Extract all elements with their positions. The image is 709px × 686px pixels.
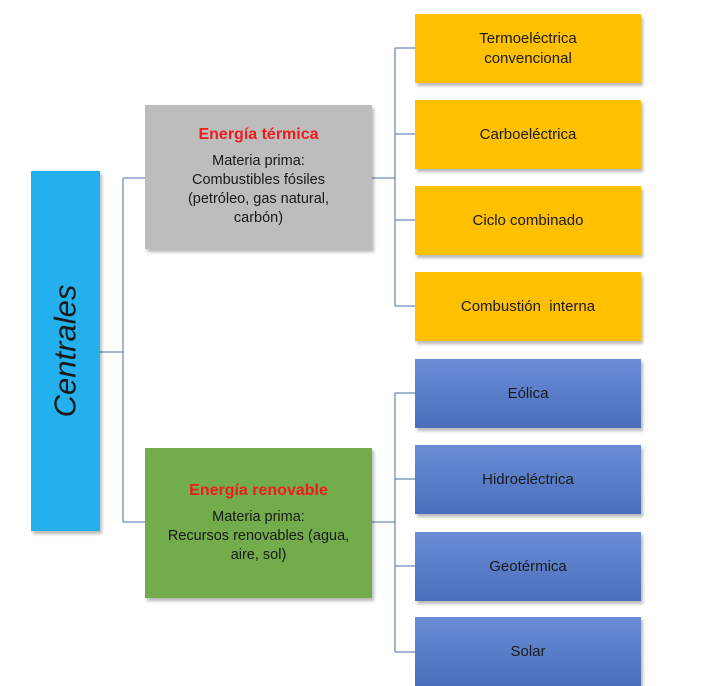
- item-termoelectrica-convencional: Termoeléctrica convencional: [415, 14, 641, 83]
- item-label: Combustión interna: [460, 297, 596, 315]
- item-label: Hidroeléctrica: [482, 470, 574, 488]
- description-line: Combustibles fósiles: [192, 172, 325, 188]
- item-combustion-interna: Combustión interna: [415, 272, 641, 341]
- item-geotermica: Geotérmica: [415, 532, 641, 601]
- category-title: Energía renovable: [189, 481, 328, 499]
- item-label: Carboeléctrica: [479, 125, 577, 143]
- description-line: carbón): [233, 210, 284, 226]
- item-label-line: convencional: [484, 49, 572, 67]
- description-line: (petróleo, gas natural,: [187, 191, 330, 207]
- item-ciclo-combinado: Ciclo combinado: [415, 186, 641, 255]
- item-solar: Solar: [415, 617, 641, 686]
- item-label: Ciclo combinado: [472, 211, 584, 229]
- item-hidroelectrica: Hidroeléctrica: [415, 445, 641, 514]
- description-line: Materia prima:: [212, 508, 305, 525]
- category-title: Energía térmica: [198, 126, 319, 143]
- item-label: Eólica: [507, 384, 549, 402]
- item-label: Solar: [510, 642, 546, 660]
- item-carboelectrica: Carboeléctrica: [415, 100, 641, 169]
- item-label-line: Termoeléctrica: [479, 29, 577, 47]
- category-description: Materia prima: Recursos renovables (agua…: [168, 508, 349, 565]
- root-node-centrales: Centrales: [31, 171, 100, 531]
- category-energia-renovable: Energía renovable Materia prima: Recurso…: [145, 448, 372, 598]
- description-line: aire, sol): [230, 546, 287, 563]
- item-eolica: Eólica: [415, 359, 641, 428]
- item-label: Geotérmica: [489, 557, 567, 575]
- description-line: Materia prima:: [212, 153, 305, 169]
- category-description: Materia prima: Combustibles fósiles (pet…: [188, 152, 329, 228]
- root-label: Centrales: [47, 284, 83, 418]
- description-line: Recursos renovables (agua,: [167, 527, 350, 544]
- category-energia-termica: Energía térmica Materia prima: Combustib…: [145, 105, 372, 249]
